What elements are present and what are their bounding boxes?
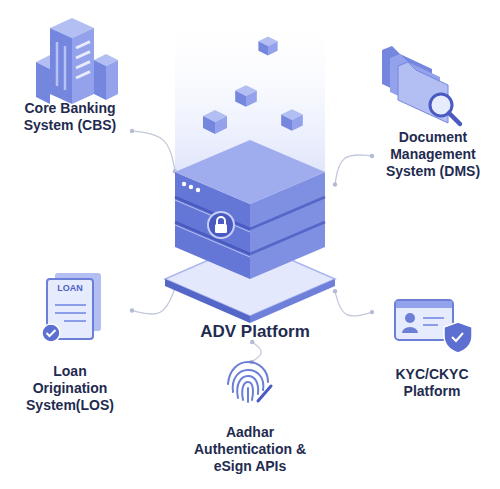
loan-document-icon-part: [55, 312, 86, 314]
node-text: KYC/CKYC Platform: [382, 366, 482, 400]
server-illustration-part: [281, 109, 303, 131]
connector-dot: [370, 154, 374, 158]
server-illustration-part: [215, 224, 227, 233]
connector-line: [132, 131, 175, 171]
server-illustration-part: [258, 36, 277, 55]
connector-dot: [333, 289, 337, 293]
system-node: Aadhar Authentication & eSign APIs: [170, 362, 330, 475]
icon-label: LOAN: [49, 283, 91, 293]
system-node: KYC/CKYC Platform: [372, 292, 492, 400]
id-card-icon-part: [402, 327, 418, 333]
system-node: ADV Platform: [175, 150, 335, 342]
building-icon-part: [50, 28, 72, 104]
loan-document-icon: [42, 273, 101, 342]
fingerprint-icon-part: [258, 386, 271, 401]
building-icon-part: [76, 52, 90, 58]
building-icon: [36, 18, 118, 104]
folder-icon-part: [449, 113, 460, 124]
server-illustration-part: [175, 140, 325, 204]
server-illustration-part: [250, 222, 325, 254]
server-illustration-part: [250, 197, 325, 229]
connector-dot: [130, 308, 134, 312]
connector-line: [335, 155, 372, 185]
system-node: Core Banking System (CBS): [8, 12, 132, 134]
connector-line: [335, 291, 372, 316]
building-icon-part: [36, 62, 50, 104]
node-text: ADV Platform: [200, 321, 310, 342]
building-icon-part: [64, 46, 67, 90]
loan-document-icon-part: [42, 324, 60, 342]
building-icon-part: [76, 42, 90, 48]
server-illustration-part: [208, 212, 234, 238]
server-illustration-part: [235, 85, 257, 107]
id-card-icon-part: [423, 324, 438, 326]
loan-document-icon-part: [47, 330, 56, 336]
connector-dot: [333, 182, 337, 186]
loan-document-icon-part: [55, 304, 86, 306]
building-icon-part: [76, 72, 90, 78]
loan-document-icon-part: [64, 320, 86, 322]
connector-line: [132, 288, 175, 314]
node-text: Loan Origination System(LOS): [20, 363, 120, 414]
system-node: Document Management System (DMS): [372, 38, 494, 180]
server-illustration-part: [182, 182, 186, 186]
fingerprint-icon-part: [247, 388, 249, 402]
server-illustration-part: [196, 188, 200, 192]
server-illustration-part: [217, 217, 225, 224]
building-icon-part: [56, 42, 59, 86]
id-card-icon-part: [396, 301, 452, 308]
server-illustration-part: [165, 279, 250, 323]
id-card-icon: [395, 300, 472, 353]
system-node: Loan Origination System(LOS): [8, 272, 132, 414]
server-illustration-part: [175, 8, 325, 204]
building-icon-part: [72, 28, 94, 104]
server-illustration-part: [189, 185, 193, 189]
id-card-icon-part: [423, 317, 444, 319]
connector-line: [252, 342, 262, 362]
id-card-icon-part: [444, 322, 472, 353]
connector-dot: [370, 310, 374, 314]
fingerprint-icon: [228, 362, 271, 402]
building-icon-part: [76, 62, 90, 68]
folder-icon: [382, 46, 460, 124]
connector-dot: [130, 129, 134, 133]
id-card-icon-part: [452, 333, 463, 341]
server-illustration: [165, 8, 335, 323]
node-text: Aadhar Authentication & eSign APIs: [188, 424, 312, 475]
node-text: Document Management System (DMS): [378, 129, 488, 180]
server-illustration-part: [250, 279, 335, 323]
building-icon-part: [106, 60, 118, 100]
node-text: Core Banking System (CBS): [8, 100, 132, 134]
building-icon-part: [94, 60, 106, 100]
id-card-icon-part: [405, 313, 415, 323]
server-illustration-part: [203, 110, 227, 134]
